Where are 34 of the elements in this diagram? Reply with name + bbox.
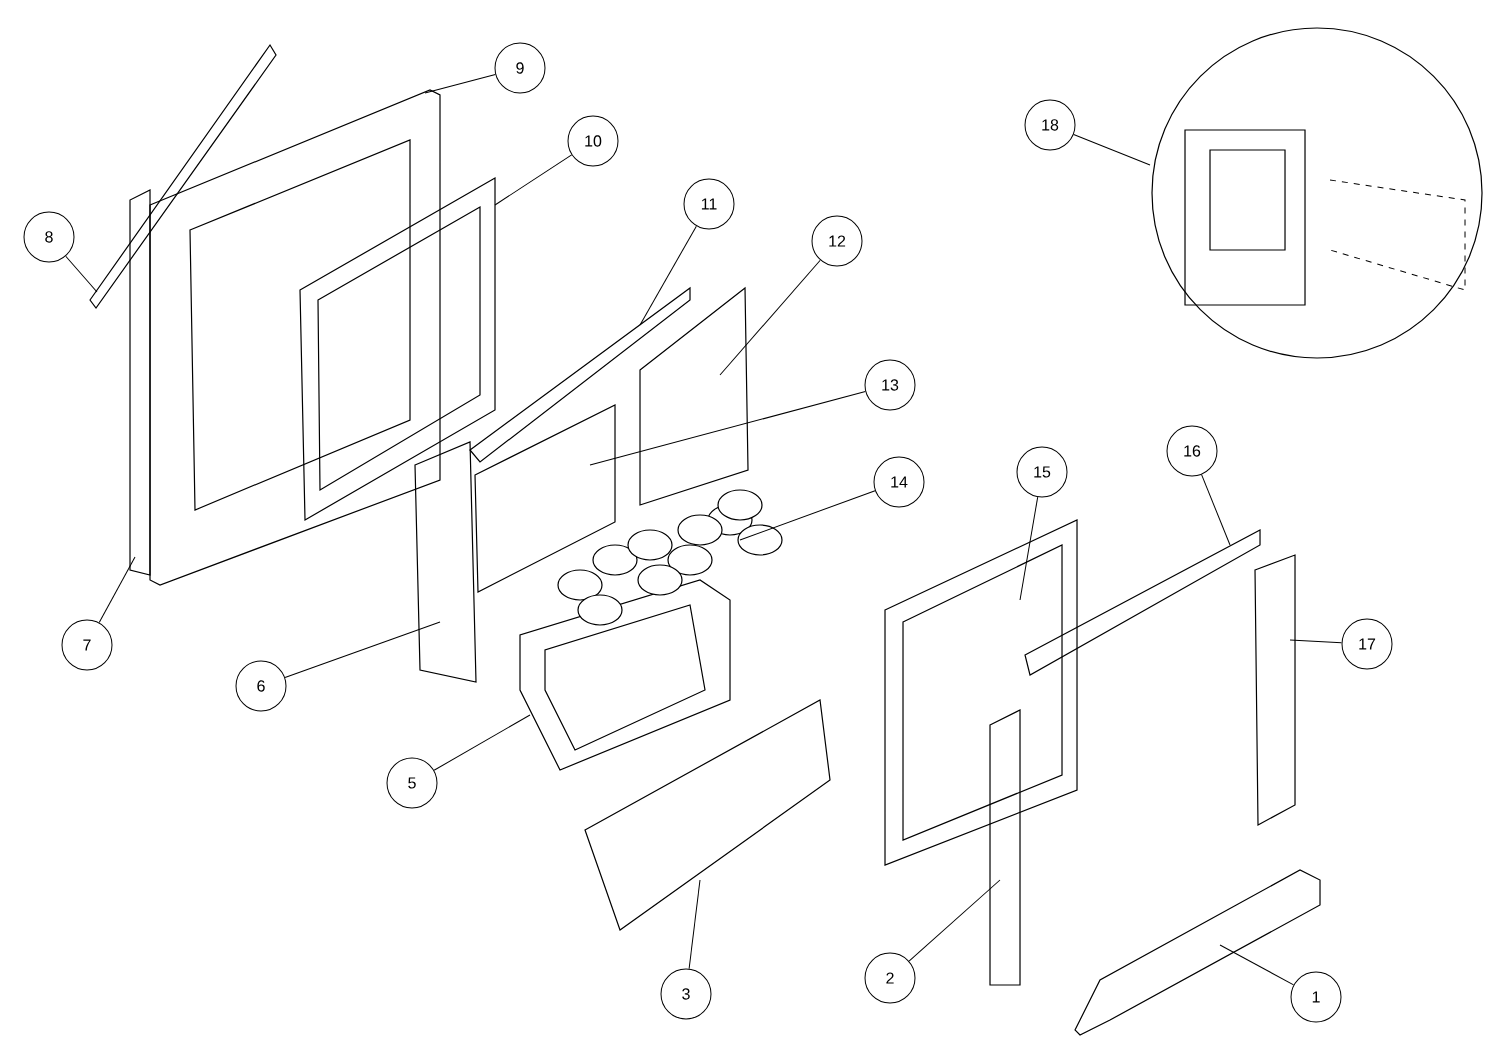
callout-number: 10 — [567, 115, 619, 167]
leader-line — [1073, 133, 1151, 166]
callout-number: 2 — [864, 952, 916, 1004]
leader-line — [1201, 474, 1231, 546]
callout-number: 11 — [683, 178, 735, 230]
callout-number: 5 — [386, 757, 438, 809]
callout-number: 3 — [660, 968, 712, 1020]
callout-number: 16 — [1166, 425, 1218, 477]
callout-number: 17 — [1341, 618, 1393, 670]
leader-line — [719, 259, 821, 376]
callout-number: 15 — [1016, 446, 1068, 498]
callout-number: 9 — [494, 42, 546, 94]
leader-line — [98, 556, 136, 624]
leader-line — [494, 154, 573, 206]
callout-number: 14 — [873, 456, 925, 508]
leader-line — [284, 621, 441, 678]
leader-line — [433, 714, 531, 771]
leader-line — [908, 879, 1001, 962]
leader-line — [1019, 496, 1039, 601]
callout-number: 12 — [811, 215, 863, 267]
callout-number: 7 — [61, 619, 113, 671]
callout-number: 1 — [1290, 971, 1342, 1023]
leader-line — [65, 255, 98, 293]
leader-line — [424, 74, 496, 94]
callout-number: 18 — [1024, 99, 1076, 151]
callout-number: 13 — [864, 359, 916, 411]
leader-line — [1289, 639, 1343, 644]
leader-line — [589, 391, 866, 466]
callout-number: 8 — [23, 211, 75, 263]
leader-line — [1219, 944, 1295, 986]
leader-line — [639, 225, 697, 326]
leader-line — [688, 879, 701, 970]
callout-number: 6 — [235, 660, 287, 712]
leader-line — [739, 490, 876, 541]
